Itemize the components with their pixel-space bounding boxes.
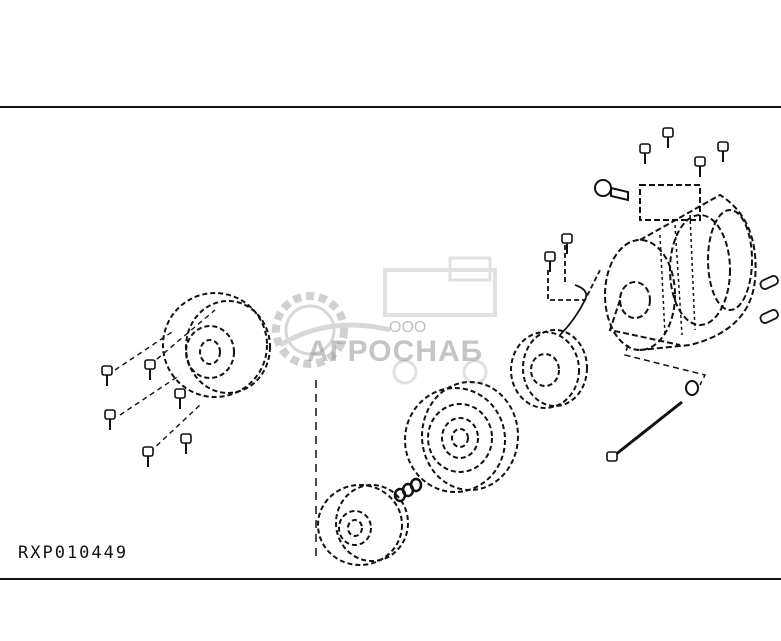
bottom-border-line xyxy=(0,578,781,580)
watermark-brand: АГРОСНАБ xyxy=(307,335,484,368)
pressure-fitting xyxy=(594,179,629,202)
front-hub-plate xyxy=(317,484,409,566)
compressor-ribs xyxy=(659,214,696,336)
field-coil xyxy=(510,329,588,409)
washers xyxy=(393,477,423,503)
coil-wire xyxy=(559,284,588,336)
bracket-bolt-1 xyxy=(561,233,573,255)
right-pins xyxy=(759,274,779,324)
wire-bracket xyxy=(547,245,601,301)
through-bolt xyxy=(606,380,699,462)
top-mounting-bolts xyxy=(639,127,729,178)
watermark-org-form: ООО xyxy=(389,319,427,336)
top-border-line xyxy=(0,106,781,108)
watermark-logo xyxy=(272,256,497,385)
left-plate-leader-lines xyxy=(114,309,216,453)
left-bolts xyxy=(101,359,192,468)
pulley xyxy=(404,381,519,493)
left-clutch-plate xyxy=(162,292,271,398)
bracket-bolt-2 xyxy=(544,251,556,273)
compressor-body xyxy=(604,184,757,351)
mount-bracket xyxy=(624,344,707,386)
figure-reference-code: RXP010449 xyxy=(18,543,129,563)
